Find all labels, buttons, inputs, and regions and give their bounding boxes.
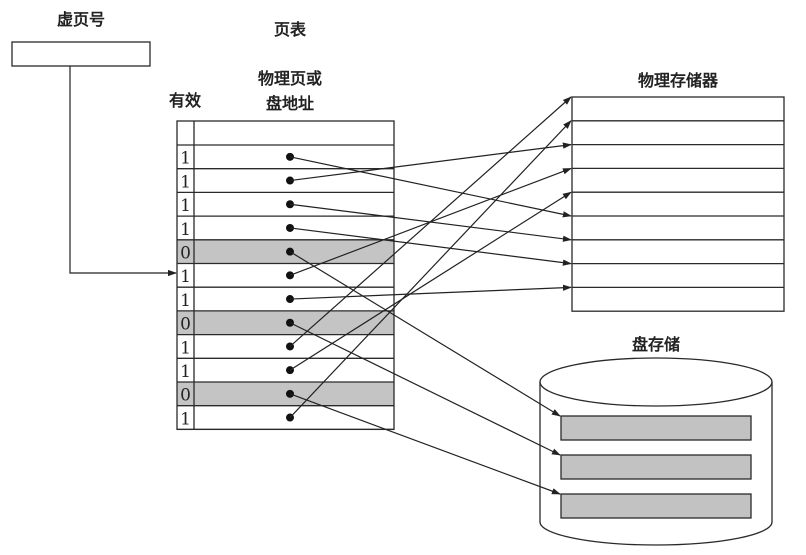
disk-cylinder-top xyxy=(539,357,773,407)
valid-bit: 1 xyxy=(180,149,191,169)
index-arrow xyxy=(69,66,177,277)
page-table-entry: 1 xyxy=(180,362,294,382)
valid-label: 有效 xyxy=(169,91,201,110)
valid-bit: 1 xyxy=(180,338,191,358)
physical-page-or-disk-address-label-line2: 盘地址 xyxy=(266,94,314,113)
valid-bit: 0 xyxy=(180,386,191,406)
page-table-entry: 1 xyxy=(180,196,294,216)
valid-bit: 1 xyxy=(180,291,191,311)
page-table-label: 页表 xyxy=(274,20,307,39)
pointer-arrows xyxy=(289,96,572,495)
disk-block xyxy=(560,493,752,519)
disk-storage xyxy=(539,357,773,546)
invalid-entry-shading xyxy=(177,239,394,264)
page-table-entry: 1 xyxy=(180,291,294,311)
valid-bit: 1 xyxy=(180,409,191,429)
valid-bit: 1 xyxy=(180,172,191,192)
page-table-entry: 0 xyxy=(177,382,394,406)
page-table-entry: 1 xyxy=(180,220,294,240)
valid-bit: 1 xyxy=(180,220,191,240)
disk-block xyxy=(560,415,752,441)
page-table-entry: 0 xyxy=(177,239,394,264)
pointer-arrow xyxy=(289,227,572,266)
page-table-entry: 0 xyxy=(177,310,394,335)
valid-bit: 1 xyxy=(180,362,191,382)
invalid-entry-shading xyxy=(177,382,394,406)
pointer-arrow xyxy=(289,284,572,300)
disk-cylinder-body xyxy=(539,382,773,546)
page-table-entry: 1 xyxy=(180,172,294,192)
pointer-arrow xyxy=(289,322,561,456)
pointer-arrow xyxy=(289,156,572,218)
page-table-entry: 1 xyxy=(180,409,294,429)
valid-bit: 0 xyxy=(180,244,191,264)
physical-memory-label: 物理存储器 xyxy=(638,71,719,90)
valid-bit: 1 xyxy=(180,267,191,287)
valid-bit: 1 xyxy=(180,196,191,216)
physical-memory xyxy=(571,96,785,312)
disk-block xyxy=(560,454,752,480)
page-table-entry: 1 xyxy=(180,267,294,287)
virtual-page-number-label: 虚页号 xyxy=(57,10,105,29)
disk-storage-label: 盘存储 xyxy=(632,335,680,354)
pointer-arrow xyxy=(289,120,572,418)
physical-memory-border xyxy=(571,96,785,312)
page-table: 1 1 1 1 0 1 1 0 1 1 0 1 xyxy=(176,120,395,431)
pointer-arrow xyxy=(289,251,561,417)
invalid-entry-shading xyxy=(177,310,394,335)
pointer-arrow xyxy=(289,96,572,347)
pointer-arrow xyxy=(289,393,561,495)
pointer-arrow xyxy=(289,191,572,371)
page-table-entry: 1 xyxy=(180,149,294,169)
physical-page-or-disk-address-label-line1: 物理页或 xyxy=(258,69,322,88)
pointer-arrow xyxy=(289,142,572,182)
valid-bit: 0 xyxy=(180,315,191,335)
page-table-entry: 1 xyxy=(180,338,294,358)
virtual-page-number-register xyxy=(11,41,151,67)
